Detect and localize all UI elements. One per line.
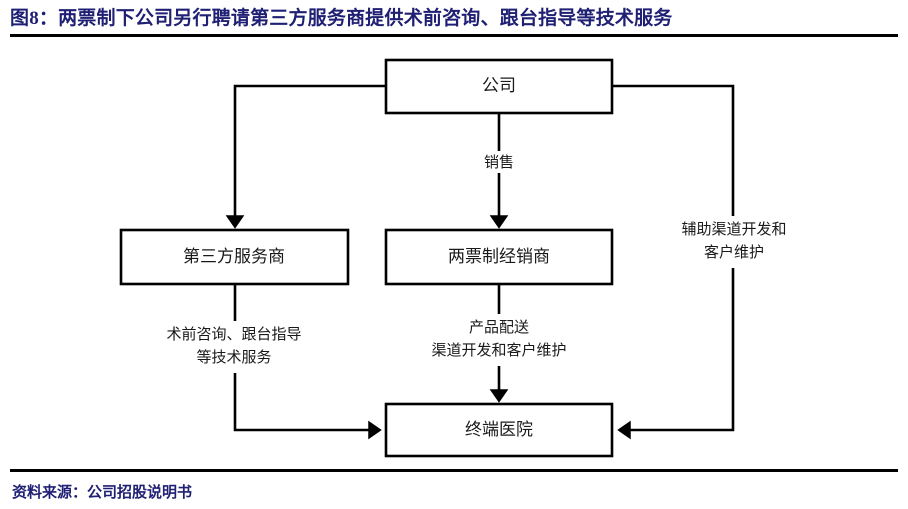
- figure-title: 图8：两票制下公司另行聘请第三方服务商提供术前咨询、跟台指导等技术服务: [10, 8, 673, 29]
- edge-label-delivery-line1: 产品配送: [469, 319, 529, 336]
- edge-label-preop-consulting-line1: 术前咨询、跟台指导: [166, 326, 301, 343]
- source-divider-bottom: [10, 469, 898, 472]
- edge-label-channel-support-line1: 辅助渠道开发和: [681, 221, 786, 238]
- node-third-party-label: 第三方服务商: [183, 247, 285, 266]
- edge-label-delivery-line2: 渠道开发和客户维护: [431, 342, 566, 359]
- figure-source: 资料来源：公司招股说明书: [12, 485, 193, 501]
- node-two-invoice-distributor[interactable]: 两票制经销商: [384, 228, 614, 286]
- edge-label-preop-consulting-line2: 等技术服务: [196, 348, 271, 366]
- edge-label-channel-support-line2: 客户维护: [704, 244, 764, 261]
- edge-label-sales: 销售: [484, 154, 514, 171]
- node-third-party-service-provider[interactable]: 第三方服务商: [119, 228, 350, 286]
- edge-company-to-hospital: 辅助渠道开发和 客户维护: [612, 84, 813, 440]
- node-distributor-label: 两票制经销商: [448, 247, 550, 266]
- edge-company-to-distributor: 销售: [476, 113, 524, 229]
- node-company[interactable]: 公司: [384, 58, 614, 115]
- title-divider-top: [10, 34, 898, 37]
- edge-third-party-to-hospital: 术前咨询、跟台指导 等技术服务: [132, 284, 382, 440]
- node-company-label: 公司: [482, 76, 516, 95]
- flowchart-diagram: 销售 辅助渠道开发和 客户维护 术前咨询、跟台指导 等技术服务 产品配送 渠道开…: [119, 58, 813, 458]
- node-hospital-label: 终端医院: [465, 420, 533, 439]
- edge-distributor-to-hospital: 产品配送 渠道开发和客户维护: [396, 284, 602, 403]
- edge-company-to-third-party: [225, 84, 386, 229]
- node-terminal-hospital[interactable]: 终端医院: [384, 402, 614, 458]
